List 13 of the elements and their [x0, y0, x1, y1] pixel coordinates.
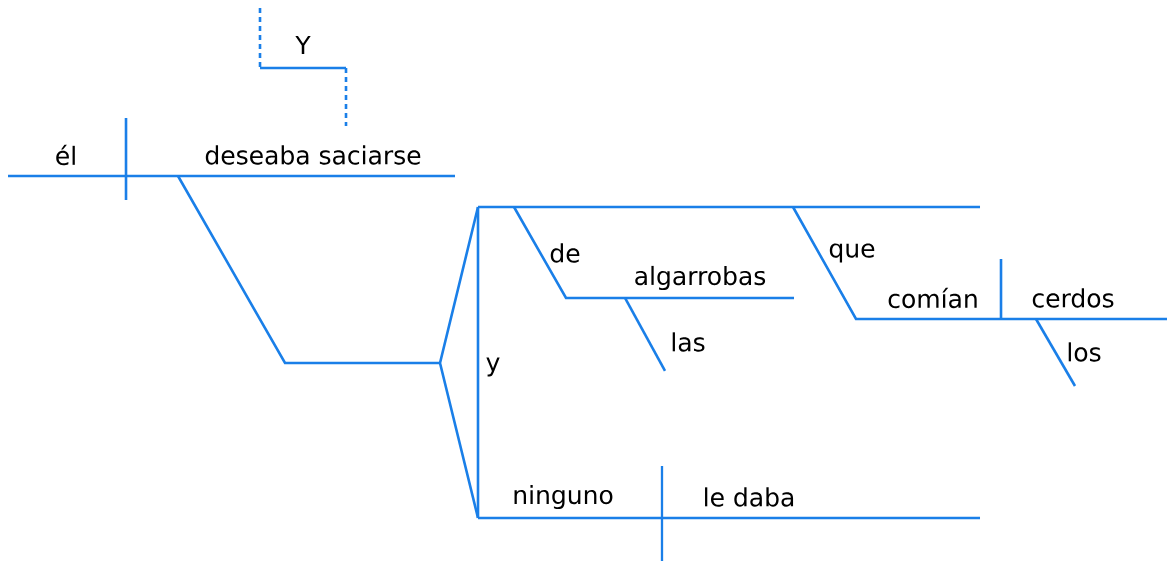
- word-label: las: [672, 332, 705, 352]
- word-label: que: [829, 243, 875, 263]
- word-label: y: [486, 357, 500, 377]
- word-label: ninguno: [514, 484, 613, 510]
- word-label: de: [550, 243, 580, 263]
- word-label: deseaba saciarse: [205, 145, 421, 165]
- word-label: cerdos: [1032, 288, 1114, 308]
- word-label: Y: [295, 35, 311, 55]
- word-label: comían: [888, 287, 977, 309]
- word-label: algarrobas: [635, 265, 766, 291]
- word-label: los: [1068, 342, 1101, 362]
- word-label: le daba: [705, 487, 794, 507]
- word-label: él: [56, 144, 75, 166]
